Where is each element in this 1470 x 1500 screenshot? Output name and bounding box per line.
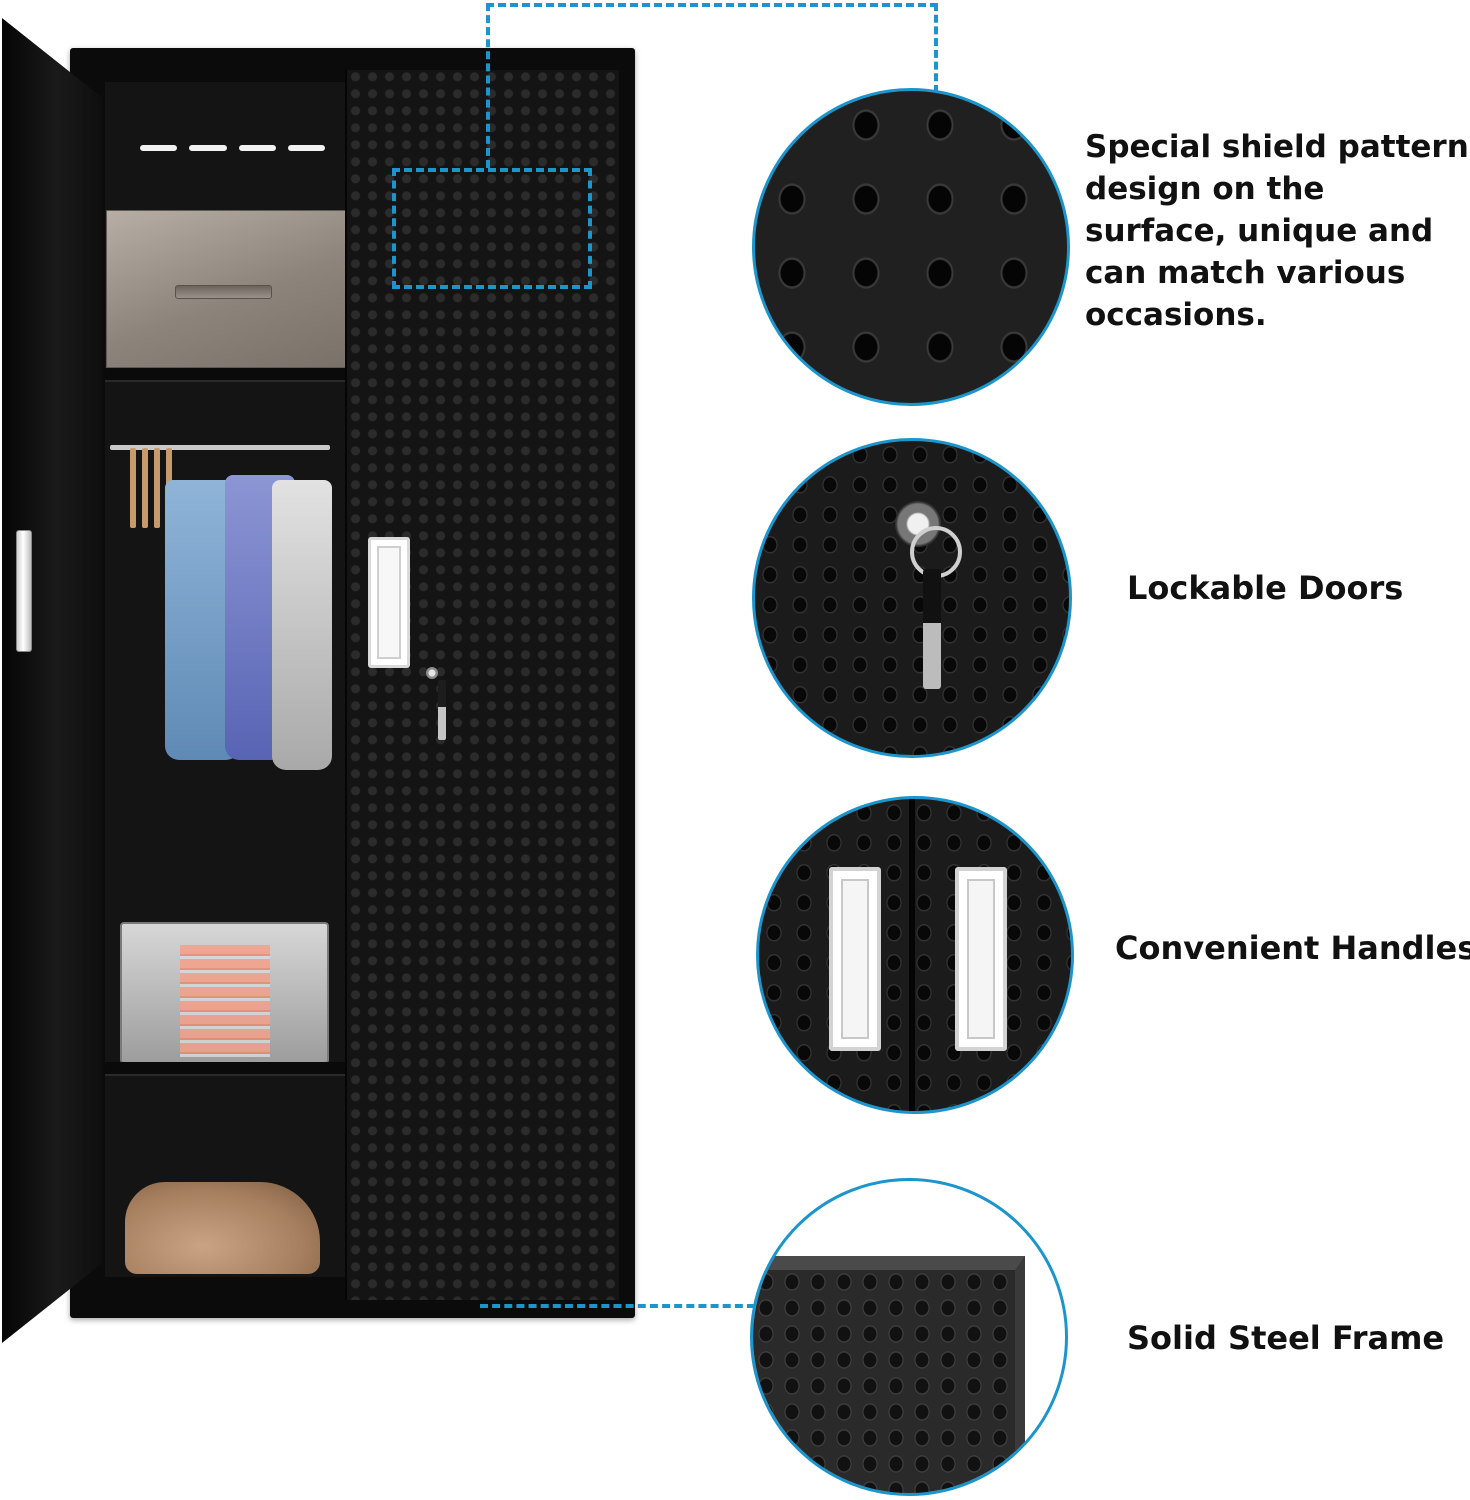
- recessed-door-handle: [368, 537, 410, 668]
- caption-solid-steel-frame: Solid Steel Frame: [1127, 1319, 1445, 1357]
- lock-and-key-closeup: [752, 438, 1072, 758]
- callout-line-bottom: [480, 1304, 755, 1308]
- callout-line-right-drop: [934, 3, 938, 93]
- caption-lockable-doors: Lockable Doors: [1127, 569, 1404, 607]
- steel-frame-edge-closeup: [750, 1178, 1068, 1496]
- lower-shelf: [105, 1062, 345, 1076]
- lock-icon: [426, 667, 438, 679]
- pattern-highlight-box: [392, 168, 592, 289]
- left-door-handle: [16, 530, 32, 652]
- shield-pattern-closeup: [752, 88, 1070, 406]
- caption-shield-pattern: Special shield pattern design on the sur…: [1085, 129, 1469, 333]
- callout-line-top: [486, 3, 938, 7]
- open-left-door: [2, 18, 102, 1343]
- sneakers: [125, 1182, 320, 1274]
- hanging-shirt-grey: [272, 480, 332, 770]
- upper-shelf: [105, 368, 345, 382]
- steel-frame-edge: [753, 1256, 1025, 1493]
- folded-clothes: [180, 945, 270, 1057]
- hanging-rod: [110, 445, 330, 450]
- handle-left: [829, 867, 881, 1051]
- ventilation-slots: [140, 145, 325, 151]
- handle-right: [955, 867, 1007, 1051]
- callout-line-left-drop: [486, 3, 490, 168]
- key-icon: [923, 569, 941, 689]
- fabric-storage-box: [106, 210, 346, 368]
- door-handles-closeup: [756, 796, 1074, 1114]
- closed-right-door: [345, 70, 619, 1300]
- storage-box-handle: [175, 285, 272, 299]
- door-seam: [909, 799, 915, 1111]
- key-icon: [438, 680, 446, 740]
- caption-convenient-handles: Convenient Handles: [1115, 929, 1470, 967]
